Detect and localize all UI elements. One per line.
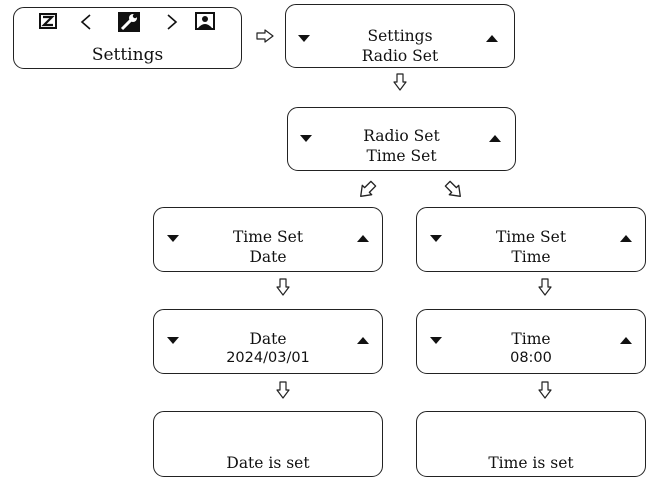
wrench-icon	[118, 12, 140, 32]
chevron-left-icon	[80, 14, 91, 30]
arrow-down-right-icon	[444, 180, 461, 197]
menu-title: Settings	[367, 27, 433, 45]
chevron-right-icon	[167, 14, 178, 30]
menu-title: Time Set	[232, 228, 304, 246]
time-value: 08:00	[510, 350, 552, 366]
field-label: Date	[249, 330, 287, 348]
menu-title: Radio Set	[363, 127, 440, 145]
time-set-date-screen: Time Set Date	[153, 207, 383, 272]
scroll-up-icon	[357, 235, 369, 242]
scroll-down-icon	[167, 235, 179, 242]
scroll-down-icon	[430, 337, 442, 344]
scroll-down-icon	[430, 235, 442, 242]
scroll-up-icon	[486, 35, 498, 42]
photo-icon	[195, 12, 215, 30]
scroll-up-icon	[620, 337, 632, 344]
arrow-down-icon	[276, 381, 290, 399]
radio-set-screen: Radio Set Time Set	[287, 107, 516, 171]
menu-title: Time Set	[495, 228, 567, 246]
date-confirm-screen: Date is set	[153, 411, 383, 477]
arrow-right-icon	[256, 29, 274, 43]
scroll-up-icon	[620, 235, 632, 242]
confirm-message: Date is set	[226, 454, 310, 472]
scroll-down-icon	[300, 135, 312, 142]
scroll-up-icon	[357, 337, 369, 344]
zone-icon	[39, 13, 57, 29]
date-value: 2024/03/01	[226, 350, 310, 366]
arrow-down-left-icon	[360, 180, 377, 197]
menu-item: Date	[249, 248, 287, 266]
menu-item: Radio Set	[361, 47, 439, 65]
menu-item: Time Set	[366, 147, 437, 165]
arrow-down-icon	[538, 278, 552, 296]
confirm-message: Time is set	[488, 454, 574, 472]
arrow-down-icon	[393, 73, 407, 91]
home-label: Settings	[91, 45, 164, 65]
time-set-time-screen: Time Set Time	[416, 207, 646, 272]
home-screen: Settings	[13, 7, 242, 69]
time-confirm-screen: Time is set	[416, 411, 646, 477]
arrow-down-icon	[276, 278, 290, 296]
date-screen: Date 2024/03/01	[153, 309, 383, 374]
scroll-up-icon	[489, 135, 501, 142]
scroll-down-icon	[298, 35, 310, 42]
field-label: Time	[511, 330, 551, 348]
settings-screen: Settings Radio Set	[285, 4, 515, 68]
arrow-down-icon	[538, 381, 552, 399]
scroll-down-icon	[167, 337, 179, 344]
time-screen: Time 08:00	[416, 309, 646, 374]
menu-item: Time	[511, 248, 551, 266]
